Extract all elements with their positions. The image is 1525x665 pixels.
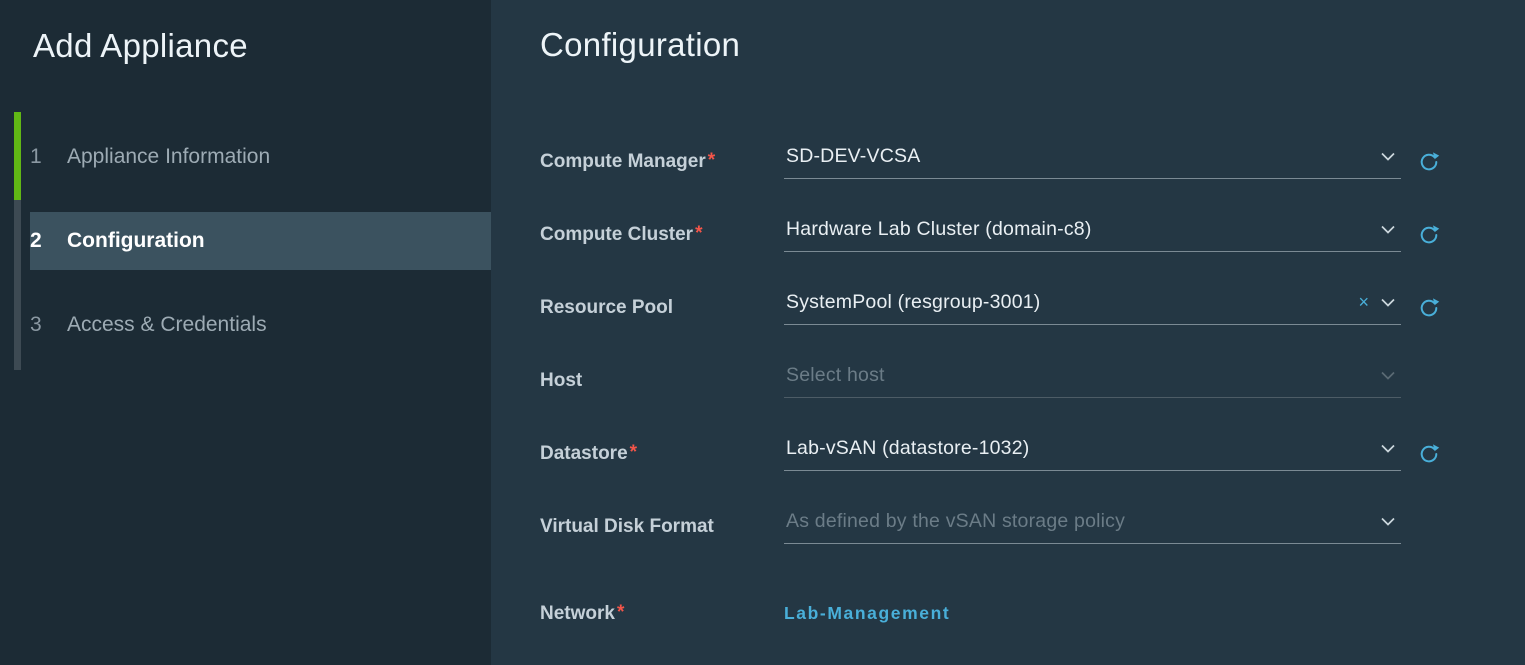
page-title: Configuration xyxy=(540,26,741,63)
step-progress-track xyxy=(14,112,21,370)
resource-pool-select[interactable]: SystemPool (resgroup-3001) × xyxy=(784,291,1401,325)
configuration-panel: Configuration Compute Manager* SD-DEV-VC… xyxy=(491,0,1525,665)
virtual-disk-format-placeholder: As defined by the vSAN storage policy xyxy=(786,509,1126,532)
step-number: 1 xyxy=(30,145,42,168)
chevron-down-icon[interactable] xyxy=(1381,298,1395,307)
required-asterisk: * xyxy=(629,441,638,463)
field-row-network: Network* Lab-Management xyxy=(540,577,1525,650)
compute-cluster-label: Compute Cluster* xyxy=(540,222,703,245)
step-label: Access & Credentials xyxy=(67,313,267,336)
field-row-resource-pool: Resource Pool SystemPool (resgroup-3001)… xyxy=(540,271,1525,344)
compute-cluster-value: Hardware Lab Cluster (domain-c8) xyxy=(786,217,1092,240)
host-label: Host xyxy=(540,369,583,391)
refresh-icon[interactable] xyxy=(1418,224,1440,246)
network-label: Network* xyxy=(540,601,625,624)
resource-pool-value: SystemPool (resgroup-3001) xyxy=(786,290,1041,313)
chevron-down-icon[interactable] xyxy=(1381,225,1395,234)
wizard-sidebar: Add Appliance 1 Appliance Information 2 … xyxy=(0,0,491,665)
step-number: 3 xyxy=(30,313,42,336)
chevron-down-icon[interactable] xyxy=(1381,444,1395,453)
resource-pool-label: Resource Pool xyxy=(540,296,674,318)
compute-manager-value: SD-DEV-VCSA xyxy=(786,144,921,167)
field-row-virtual-disk-format: Virtual Disk Format As defined by the vS… xyxy=(540,490,1525,563)
sidebar-item-appliance-information[interactable]: 1 Appliance Information xyxy=(30,128,491,186)
configuration-form: Compute Manager* SD-DEV-VCSA C xyxy=(540,125,1525,650)
chevron-down-icon xyxy=(1381,371,1395,380)
field-row-datastore: Datastore* Lab-vSAN (datastore-1032) xyxy=(540,417,1525,490)
host-placeholder: Select host xyxy=(786,363,885,386)
step-progress-indicator xyxy=(14,112,21,200)
field-row-compute-cluster: Compute Cluster* Hardware Lab Cluster (d… xyxy=(540,198,1525,271)
refresh-icon[interactable] xyxy=(1418,443,1440,465)
chevron-down-icon[interactable] xyxy=(1381,152,1395,161)
chevron-down-icon[interactable] xyxy=(1381,517,1395,526)
refresh-icon[interactable] xyxy=(1418,151,1440,173)
refresh-icon[interactable] xyxy=(1418,297,1440,319)
datastore-label: Datastore* xyxy=(540,441,638,464)
sidebar-item-configuration[interactable]: 2 Configuration xyxy=(30,212,491,270)
clear-icon[interactable]: × xyxy=(1358,292,1369,312)
datastore-value: Lab-vSAN (datastore-1032) xyxy=(786,436,1030,459)
network-link[interactable]: Lab-Management xyxy=(784,603,951,623)
datastore-select[interactable]: Lab-vSAN (datastore-1032) xyxy=(784,437,1401,471)
sidebar-item-access-credentials[interactable]: 3 Access & Credentials xyxy=(30,296,491,354)
compute-manager-select[interactable]: SD-DEV-VCSA xyxy=(784,145,1401,179)
compute-manager-label: Compute Manager* xyxy=(540,149,716,172)
step-label: Appliance Information xyxy=(67,145,271,168)
field-row-compute-manager: Compute Manager* SD-DEV-VCSA xyxy=(540,125,1525,198)
wizard-steps: 1 Appliance Information 2 Configuration … xyxy=(0,128,491,380)
step-number: 2 xyxy=(30,229,42,252)
step-label: Configuration xyxy=(67,229,205,252)
host-select[interactable]: Select host xyxy=(784,364,1401,398)
required-asterisk: * xyxy=(616,601,625,623)
required-asterisk: * xyxy=(707,149,716,171)
virtual-disk-format-label: Virtual Disk Format xyxy=(540,515,714,537)
field-row-host: Host Select host xyxy=(540,344,1525,417)
required-asterisk: * xyxy=(695,222,703,244)
compute-cluster-select[interactable]: Hardware Lab Cluster (domain-c8) xyxy=(784,218,1401,252)
virtual-disk-format-select[interactable]: As defined by the vSAN storage policy xyxy=(784,510,1401,544)
dialog-title: Add Appliance xyxy=(33,27,248,64)
